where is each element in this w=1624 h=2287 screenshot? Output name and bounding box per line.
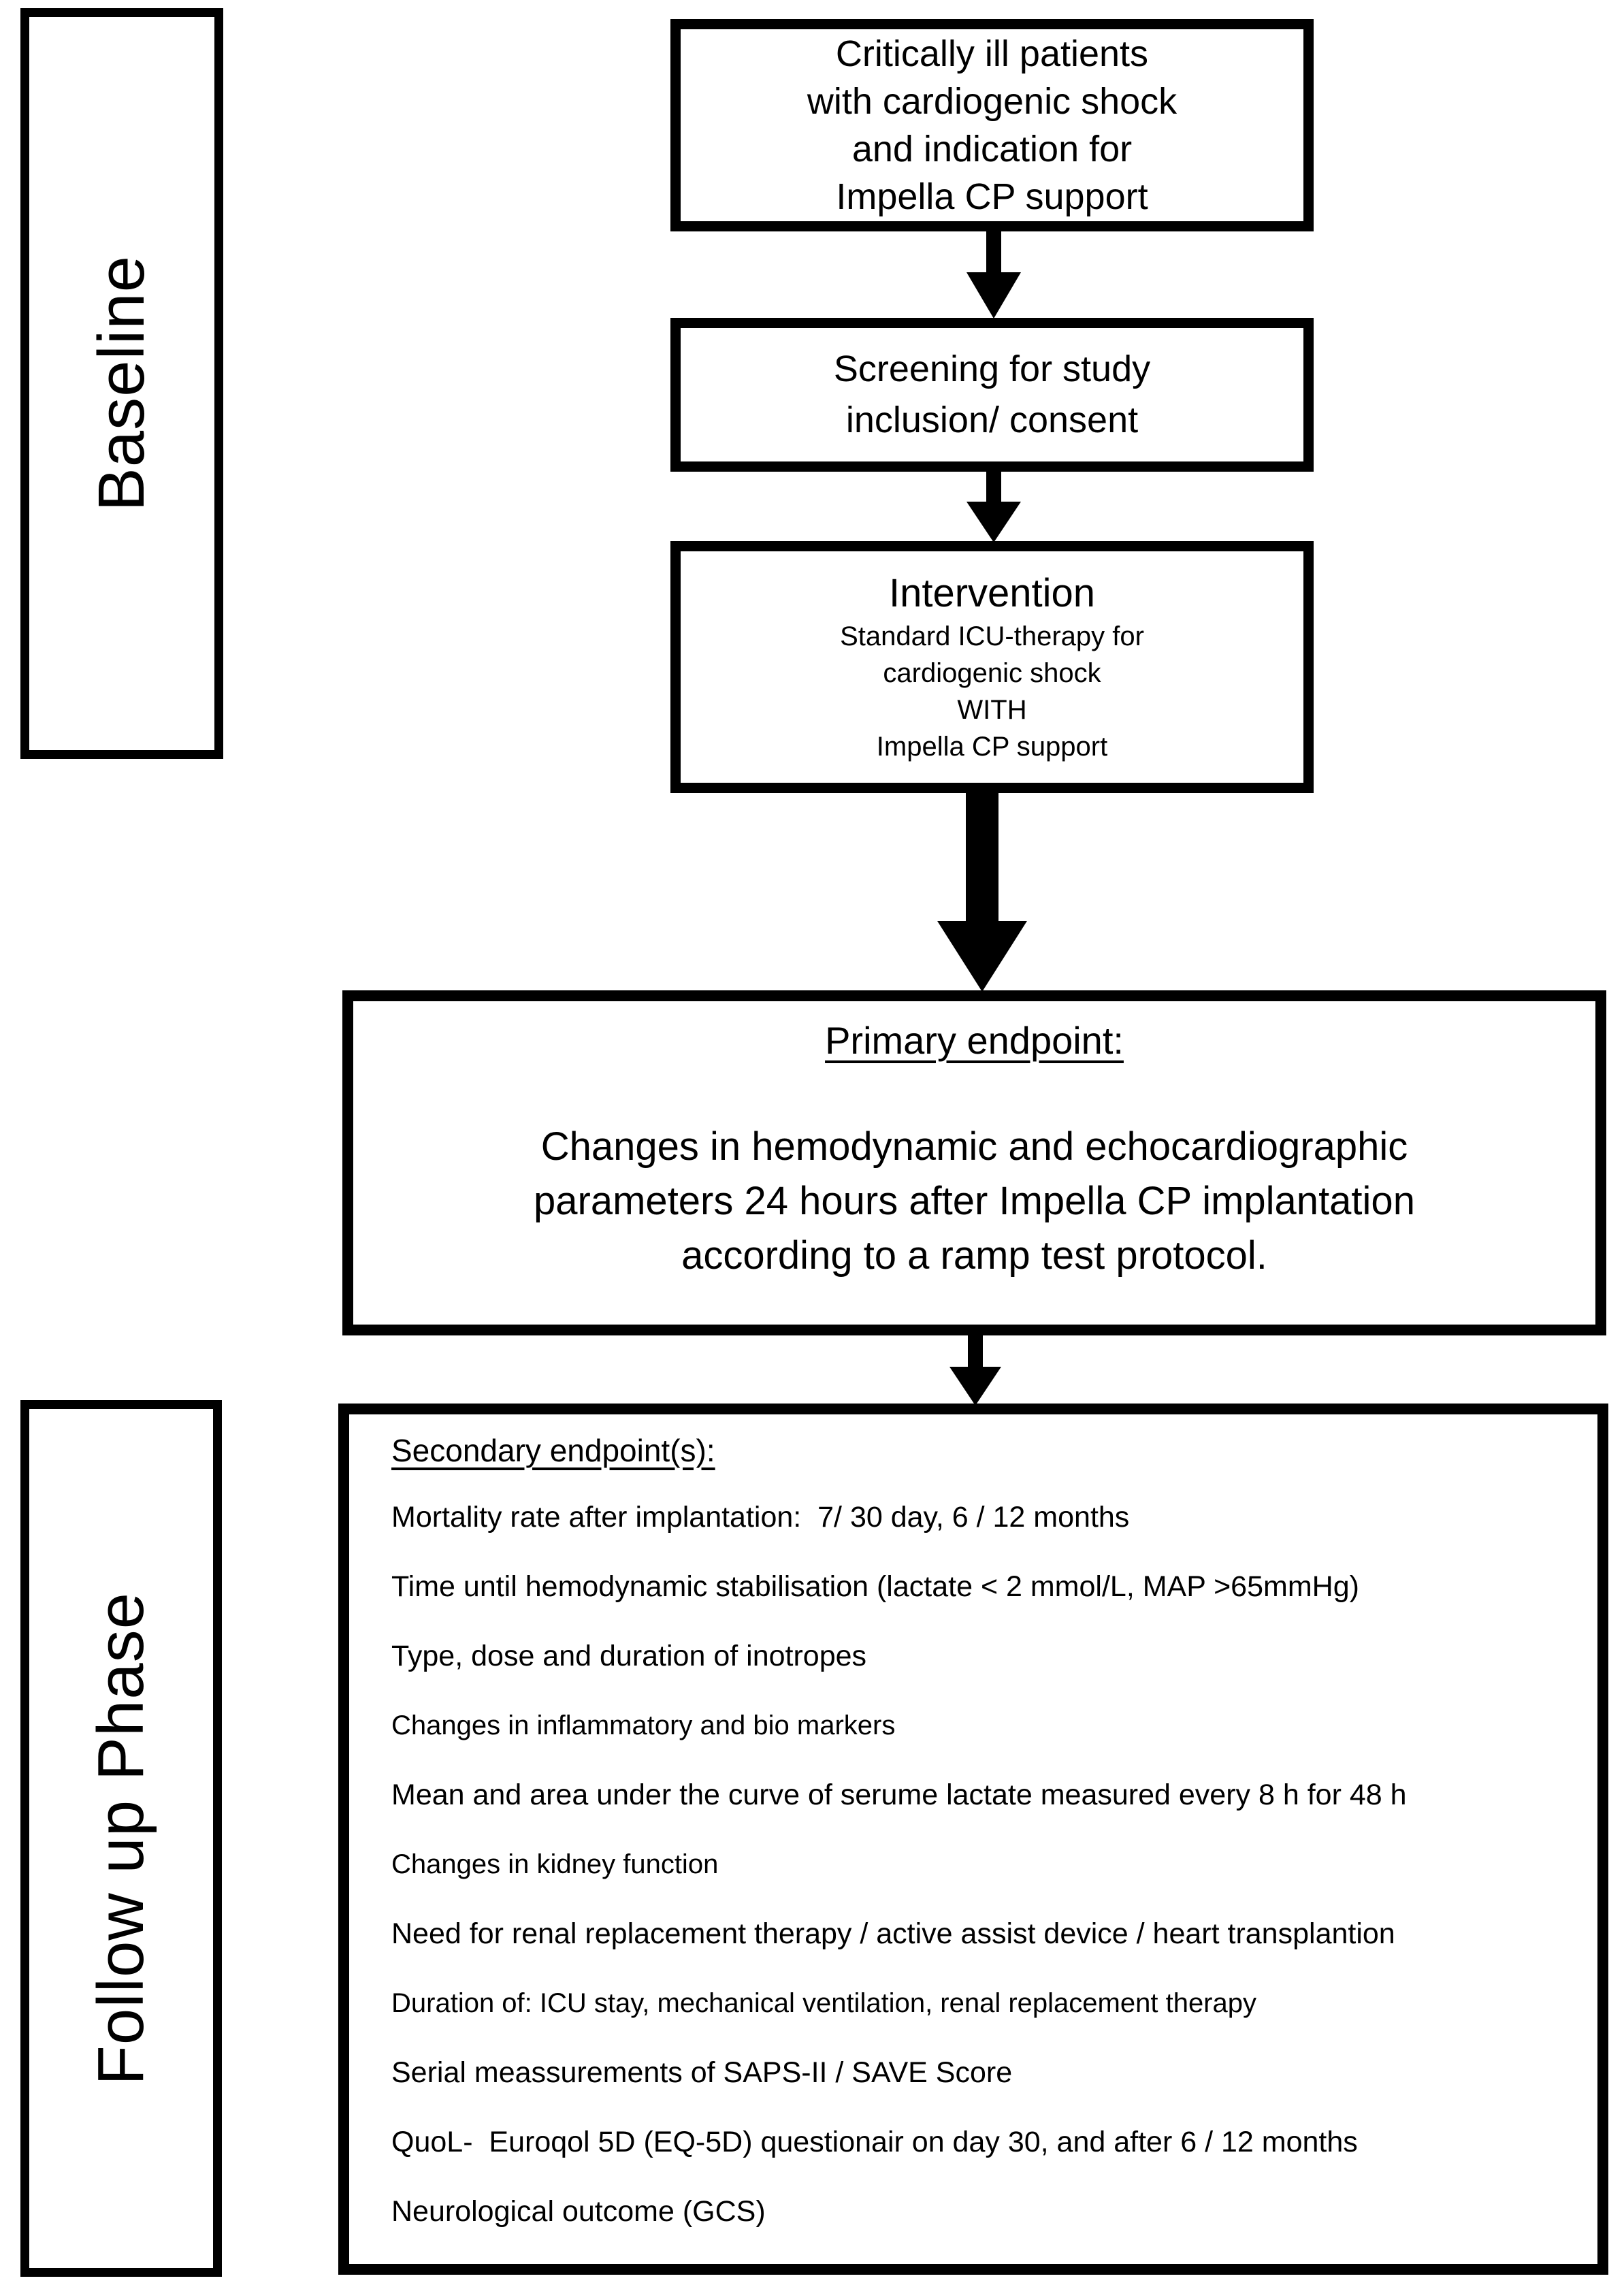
screening-line: Screening for study: [833, 348, 1151, 389]
patients-line: and indication for: [851, 129, 1133, 169]
big-arrow-down-icon-head: [937, 921, 1027, 992]
primary-endpoint-line: according to a ramp test protocol.: [681, 1233, 1267, 1278]
phase-label-baseline: Baseline: [85, 255, 158, 512]
primary-endpoint-line: Changes in hemodynamic and echocardiogra…: [540, 1124, 1408, 1169]
secondary-endpoint-item: Serial meassurements of SAPS-II / SAVE S…: [391, 2056, 1013, 2089]
secondary-endpoint-item: Duration of: ICU stay, mechanical ventil…: [391, 1988, 1256, 2018]
intervention-line: WITH: [957, 695, 1027, 725]
patients-line: Impella CP support: [836, 176, 1148, 217]
secondary-endpoint-item: Changes in inflammatory and bio markers: [391, 1710, 896, 1740]
big-arrow-down-icon-shaft: [966, 792, 998, 922]
secondary-endpoint-item: Type, dose and duration of inotropes: [391, 1640, 867, 1672]
secondary-endpoint-item: Changes in kidney function: [391, 1849, 719, 1879]
phase-box-baseline: Baseline: [20, 8, 223, 759]
intervention-box: Intervention Standard ICU-therapy for ca…: [670, 541, 1314, 793]
secondary-endpoint-box: Secondary endpoint(s): Mortality rate af…: [338, 1404, 1608, 2275]
arrow-down-icon-shaft: [986, 470, 1001, 504]
arrow-down-icon-shaft: [968, 1334, 983, 1368]
secondary-endpoint-item: Mean and area under the curve of serume …: [391, 1779, 1407, 1811]
arrow-down-icon-shaft: [986, 229, 1001, 274]
patients-line: Critically ill patients: [835, 33, 1149, 74]
primary-endpoint-text: Changes in hemodynamic and echocardiogra…: [534, 1120, 1415, 1283]
arrow-down-icon-head: [967, 272, 1021, 319]
arrow-down-icon-head: [967, 502, 1021, 542]
secondary-endpoint-item: Need for renal replacement therapy / act…: [391, 1917, 1395, 1950]
screening-line: inclusion/ consent: [845, 400, 1139, 440]
primary-endpoint-box: Primary endpoint: Changes in hemodynamic…: [342, 990, 1606, 1335]
secondary-endpoint-item: Time until hemodynamic stabilisation (la…: [391, 1570, 1359, 1603]
patients-line: with cardiogenic shock: [807, 81, 1178, 122]
secondary-endpoint-item: QuoL- Euroqol 5D (EQ-5D) questionair on …: [391, 2126, 1358, 2158]
screening-box: Screening for study inclusion/ consent: [670, 318, 1314, 472]
patients-box: Critically ill patients with cardiogenic…: [670, 19, 1314, 231]
intervention-line: Impella CP support: [876, 732, 1108, 762]
intervention-line: cardiogenic shock: [883, 658, 1101, 688]
intervention-title: Intervention: [888, 571, 1096, 615]
primary-endpoint-line: parameters 24 hours after Impella CP imp…: [534, 1179, 1415, 1223]
primary-endpoint-heading: Primary endpoint:: [825, 1019, 1124, 1062]
secondary-endpoint-item: Neurological outcome (GCS): [391, 2195, 766, 2228]
secondary-endpoint-item: Mortality rate after implantation: 7/ 30…: [391, 1501, 1130, 1534]
secondary-endpoint-heading: Secondary endpoint(s):: [391, 1433, 715, 1468]
intervention-line: Standard ICU-therapy for: [840, 621, 1144, 651]
phase-box-follow-up: Follow up Phase: [20, 1400, 222, 2277]
arrow-down-icon-head: [949, 1367, 1001, 1406]
phase-label-follow-up: Follow up Phase: [84, 1591, 157, 2086]
